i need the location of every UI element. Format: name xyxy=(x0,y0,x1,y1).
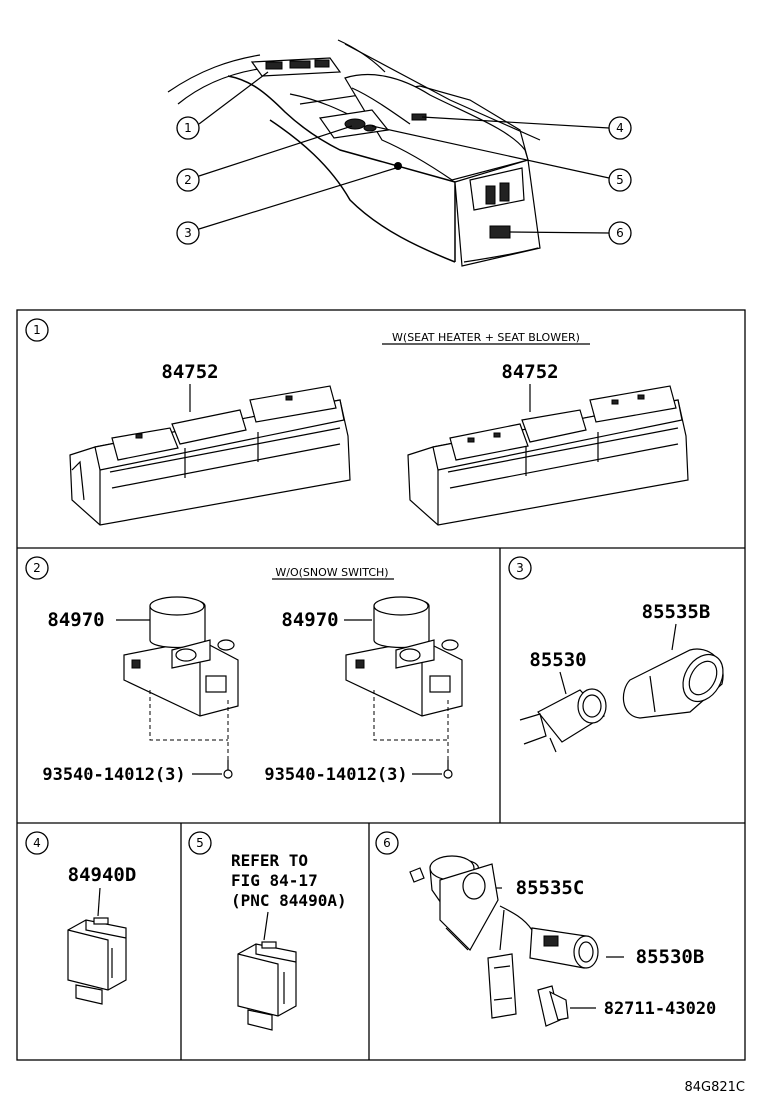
panel-4-number-circle xyxy=(25,831,49,855)
socket-housing-85535C xyxy=(409,855,499,951)
panel-3-number: 3 xyxy=(516,561,524,575)
socket-85530B xyxy=(487,905,599,1019)
panel-1-number: 1 xyxy=(33,323,41,337)
reference-line-2: FIG 84-17 xyxy=(231,871,318,890)
callout-3-label: 3 xyxy=(184,226,192,240)
connector-82711-43020 xyxy=(537,985,569,1027)
panel-2-number: 2 xyxy=(33,561,41,575)
part-84752-left-label: 84752 xyxy=(161,361,218,383)
panel-3-number-circle xyxy=(508,556,532,580)
panel-1-note: W(SEAT HEATER + SEAT BLOWER) xyxy=(392,331,580,344)
panel-1-number-circle xyxy=(25,318,49,342)
panel-5-number: 5 xyxy=(196,836,204,850)
callout-3-circle xyxy=(176,221,200,245)
part-85530-label: 85530 xyxy=(529,649,586,671)
callout-6-label: 6 xyxy=(616,226,624,240)
overview-callouts: 1 2 3 4 5 6 xyxy=(176,71,632,245)
panel-3: 3 85535B 85530 xyxy=(508,556,724,753)
panel-6-number: 6 xyxy=(383,836,391,850)
socket-cap-85535B xyxy=(622,648,724,719)
part-85530B-label: 85530B xyxy=(636,946,705,968)
part-85535B-label: 85535B xyxy=(642,601,711,623)
screw-left-label: 93540-14012(3) xyxy=(42,765,185,785)
panel-6-number-circle xyxy=(375,831,399,855)
panel-1: 1 W(SEAT HEATER + SEAT BLOWER) 84752 847… xyxy=(25,318,689,526)
reference-line-3: (PNC 84490A) xyxy=(231,891,347,910)
callout-1-circle xyxy=(176,116,200,140)
callout-5-label: 5 xyxy=(616,173,624,187)
part-84752-right-label: 84752 xyxy=(501,361,558,383)
callout-4-label: 4 xyxy=(616,121,624,135)
console-overview-illustration xyxy=(167,39,541,267)
switch-reference-84490A xyxy=(237,941,297,1031)
panel-4-number: 4 xyxy=(33,836,41,850)
part-84970-right-label: 84970 xyxy=(281,609,338,631)
callout-2-circle xyxy=(176,168,200,192)
callout-1-label: 1 xyxy=(184,121,192,135)
part-85535C-label: 85535C xyxy=(516,877,585,899)
snow-switch-84970-right xyxy=(345,596,463,717)
panel-2-note: W/O(SNOW SWITCH) xyxy=(275,566,388,579)
panel-grid xyxy=(16,309,746,1061)
panel-6: 6 85535C 85530B 82711-43020 xyxy=(375,831,717,1027)
part-84940D-label: 84940D xyxy=(68,864,137,886)
panel-2-number-circle xyxy=(25,556,49,580)
callout-5-circle xyxy=(608,168,632,192)
panel-2: 2 W/O(SNOW SWITCH) 84970 93540-14012(3) … xyxy=(25,556,463,785)
socket-85530 xyxy=(519,688,607,753)
callout-2-label: 2 xyxy=(184,173,192,187)
figure-code: 84G821C xyxy=(684,1080,745,1095)
panel-5: 5 REFER TO FIG 84-17 (PNC 84490A) xyxy=(188,831,347,1031)
part-82711-43020-label: 82711-43020 xyxy=(604,999,717,1019)
panel-4: 4 84940D xyxy=(25,831,137,1005)
switch-84940D xyxy=(67,917,127,1005)
switch-assembly-84752-left xyxy=(69,385,351,526)
part-84970-left-label: 84970 xyxy=(47,609,104,631)
panel-5-number-circle xyxy=(188,831,212,855)
screw-right-label: 93540-14012(3) xyxy=(264,765,407,785)
snow-switch-84970-left xyxy=(123,596,239,717)
switch-assembly-84752-right xyxy=(407,385,689,526)
reference-line-1: REFER TO xyxy=(231,851,308,870)
